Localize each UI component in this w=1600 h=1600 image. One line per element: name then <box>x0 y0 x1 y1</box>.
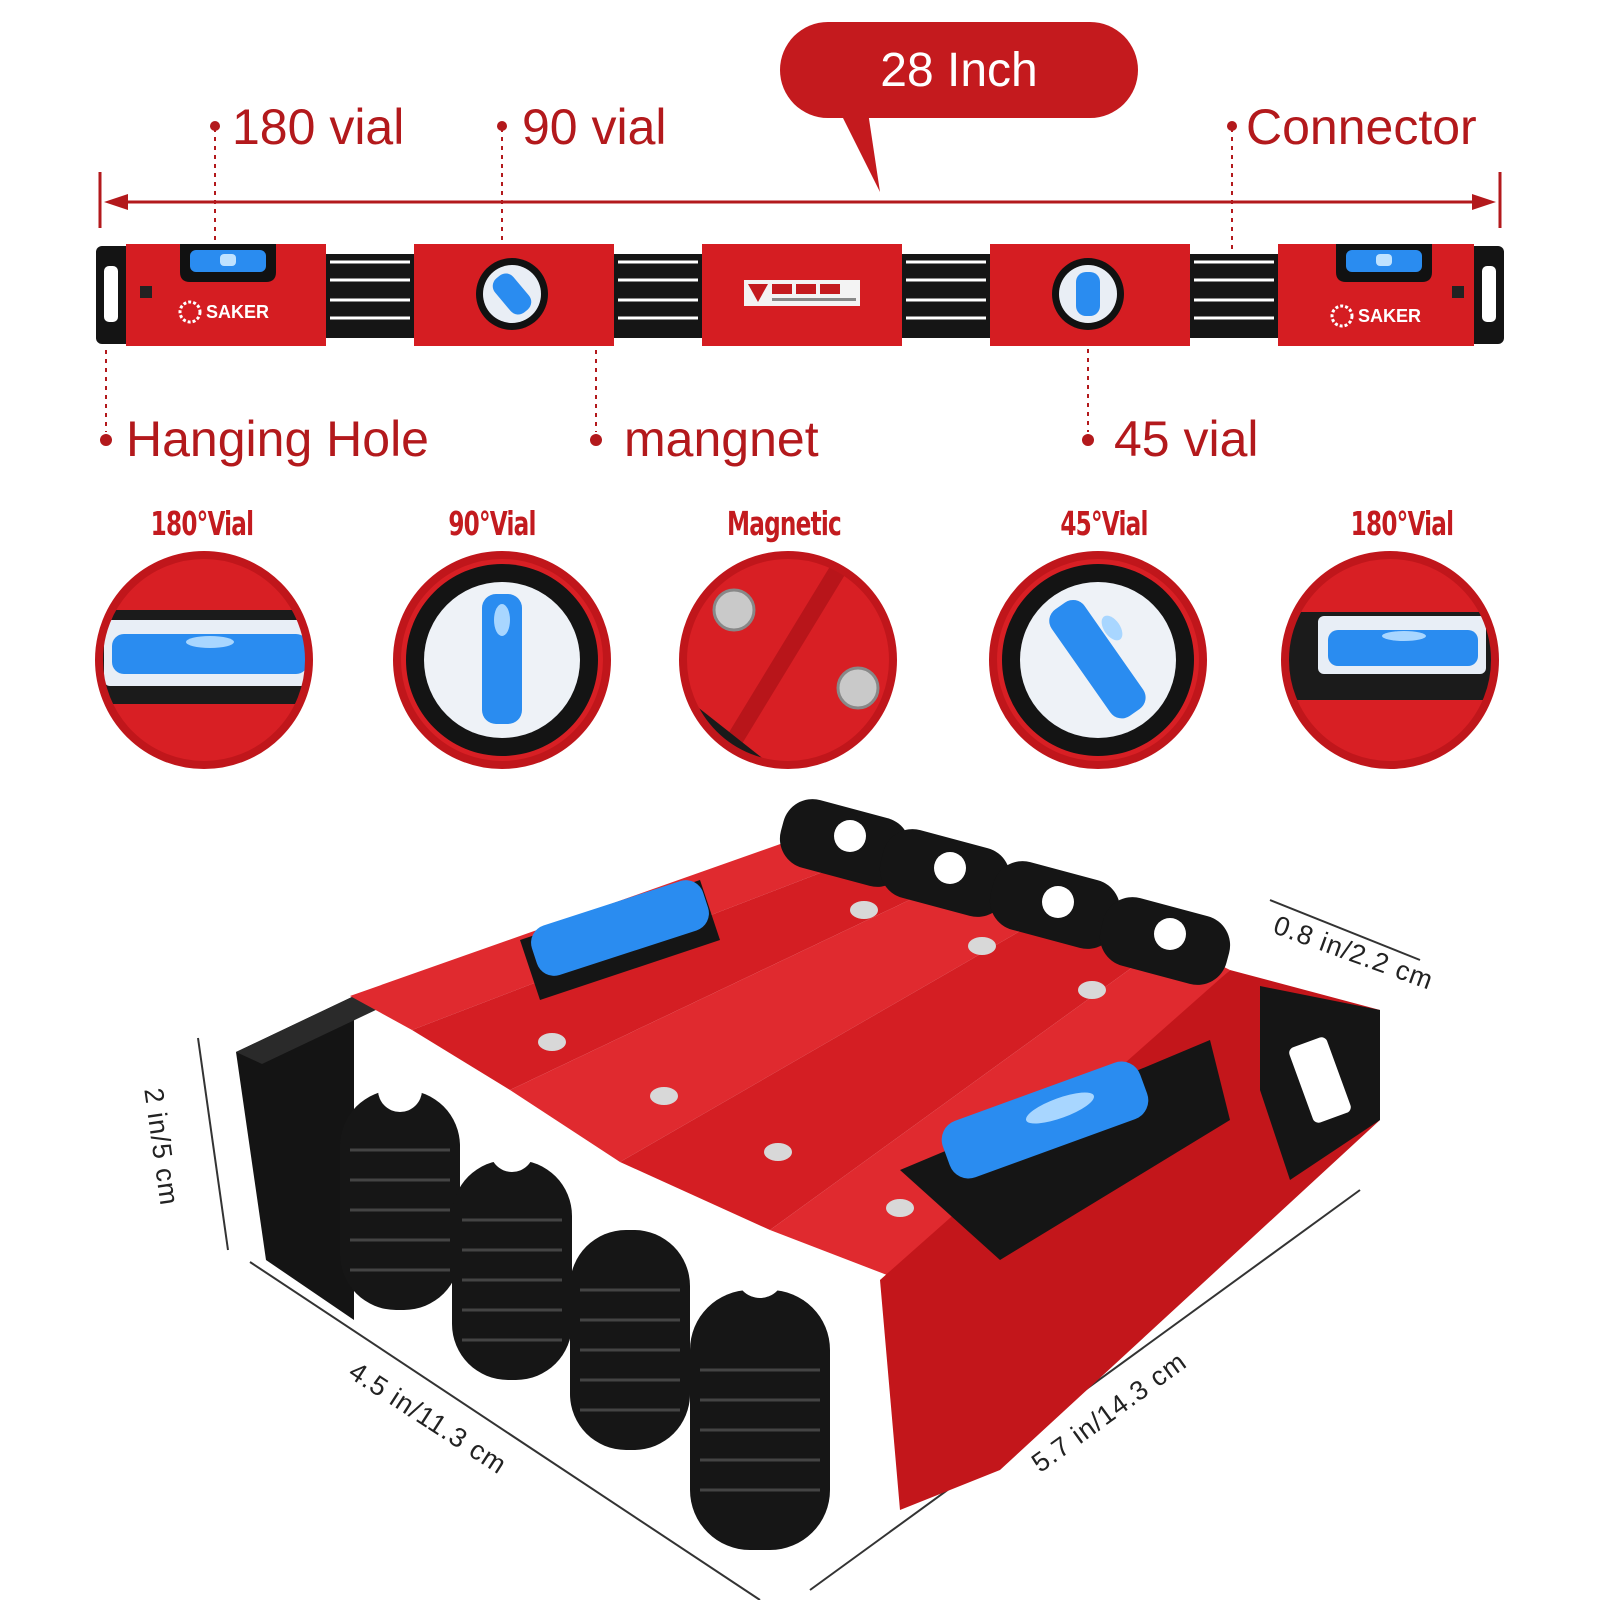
dimension-lines <box>197 899 1421 1600</box>
leader-dots <box>100 121 1237 446</box>
right-hanging-slot <box>1289 1037 1351 1123</box>
detail-circles <box>95 551 1499 769</box>
detail-title-1: 180°Vial <box>150 504 254 543</box>
folded-vial-front <box>900 1040 1230 1260</box>
badge-pointer <box>840 112 880 192</box>
detail-title-5: 180°Vial <box>1350 504 1454 543</box>
folding-level-bar <box>96 244 1504 346</box>
detail-circle-180-vial-left <box>99 555 309 765</box>
callout-magnet: mangnet <box>624 411 819 467</box>
folded-vial-back <box>520 880 720 1000</box>
right-hanging-hole <box>1482 266 1496 322</box>
left-hanging-hole <box>104 266 118 322</box>
left-end-block <box>236 996 354 1320</box>
magnet-square-right <box>1452 286 1464 298</box>
detail-circle-45-vial <box>993 555 1203 765</box>
length-badge-label: 28 Inch <box>880 43 1038 97</box>
horizontal-vial-icon <box>112 634 308 674</box>
length-arrow <box>98 172 1502 228</box>
length-badge: 28 Inch <box>780 22 1138 118</box>
callout-180-vial: 180 vial <box>232 99 405 155</box>
hinge-stacks <box>340 1090 830 1550</box>
hinge-stack-lines <box>350 1148 820 1492</box>
detail-circle-180-vial-right <box>1285 555 1495 765</box>
angled-vial-tube <box>492 273 532 315</box>
round-vial-tube <box>1076 272 1100 316</box>
brand-left: SAKER <box>206 302 270 322</box>
callout-45-vial: 45 vial <box>1114 411 1259 467</box>
callout-connector: Connector <box>1246 99 1477 155</box>
joint-ridges <box>330 260 1274 320</box>
magnet-icon-1 <box>712 588 756 632</box>
hinge-holes <box>378 1068 784 1298</box>
detail-title-2: 90°Vial <box>448 504 536 543</box>
angled-vial-icon <box>1049 599 1146 719</box>
detail-title-3: Magnetic <box>727 504 842 543</box>
saker-logo-icon-right <box>1330 304 1354 328</box>
leader-lines <box>105 128 1233 432</box>
magnet-dots <box>538 901 1106 1217</box>
callout-90-vial: 90 vial <box>522 99 667 155</box>
folded-level-illustration <box>197 799 1421 1600</box>
brand-right: SAKER <box>1358 306 1422 326</box>
saker-logo-icon-left <box>178 300 202 324</box>
detail-title-4: 45°Vial <box>1060 504 1148 543</box>
joint-sections <box>322 254 1282 338</box>
vial-back-tube <box>531 880 709 976</box>
top-graphics <box>96 112 1504 446</box>
detail-circle-90-vial <box>397 555 607 765</box>
top-tab-holes <box>834 820 1186 950</box>
red-side-face <box>880 970 1380 1510</box>
callout-hanging-hole: Hanging Hole <box>126 411 429 467</box>
horizontal-vial-icon-right <box>1328 630 1478 666</box>
magnet-square-left <box>140 286 152 298</box>
magnet-icon-2 <box>836 666 880 710</box>
vertical-vial-icon <box>482 594 522 724</box>
